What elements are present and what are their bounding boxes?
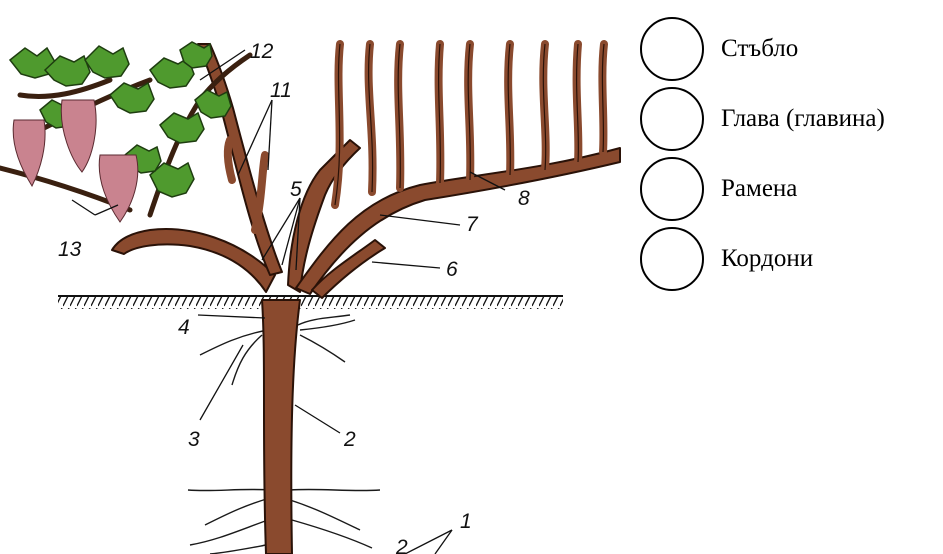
leaf [159, 111, 205, 144]
center-arm [287, 139, 361, 293]
leaf [43, 54, 91, 87]
grape-bunch [12, 119, 46, 188]
option-label: Стъбло [721, 35, 799, 62]
option-label: Рамена [721, 175, 798, 202]
figure-label: 8 [518, 187, 530, 210]
option-row: Рамена [640, 153, 797, 225]
answer-circle[interactable] [640, 157, 704, 221]
option-label: Глава (главина) [721, 105, 885, 132]
leaf [149, 161, 195, 198]
answer-circle[interactable] [640, 17, 704, 81]
trunk [261, 299, 301, 554]
leaf [194, 89, 232, 119]
right-arm [295, 147, 621, 295]
figure-label: 2 [395, 536, 408, 554]
figure-label: 13 [58, 238, 82, 261]
soil-surface [58, 295, 563, 309]
left-arm [111, 228, 276, 293]
figure-label: 2 [343, 428, 356, 451]
figure-label: 11 [270, 79, 292, 102]
answer-circle[interactable] [640, 227, 704, 291]
answer-circle[interactable] [640, 87, 704, 151]
figure-label: 3 [188, 428, 200, 451]
figure-label: 6 [446, 258, 458, 281]
leaf [149, 56, 195, 89]
figure-label: 5 [290, 178, 302, 201]
grape-bunches [12, 99, 139, 223]
figure-label: 12 [250, 40, 274, 63]
leaf [179, 41, 213, 69]
leader-lines [71, 49, 506, 554]
grape-bunch [98, 154, 139, 223]
figure-label: 1 [460, 510, 472, 533]
grapevine-diagram: 12 11 5 13 7 8 6 4 3 2 1 2 [0, 40, 621, 554]
figure-label: 4 [178, 316, 190, 339]
option-row: Глава (главина) [640, 83, 885, 155]
option-row: Стъбло [640, 13, 798, 85]
right-spur [311, 239, 386, 299]
figure-label: 7 [466, 213, 479, 236]
leaf [84, 45, 130, 79]
roots [187, 314, 381, 554]
option-row: Кордони [640, 223, 813, 295]
option-label: Кордони [721, 245, 814, 272]
leaves [8, 41, 232, 198]
grape-bunch [60, 99, 97, 173]
leaf [109, 81, 155, 114]
